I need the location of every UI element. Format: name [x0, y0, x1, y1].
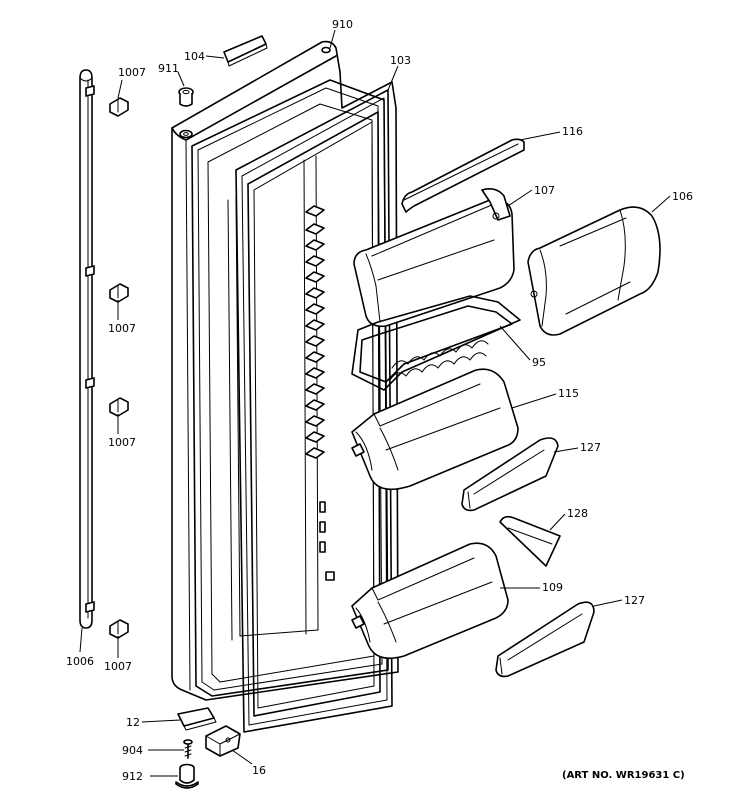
callout-107: 107 [534, 184, 555, 197]
cap-104 [223, 35, 268, 67]
bracket-128 [499, 515, 561, 567]
callout-109: 109 [542, 581, 563, 594]
bin-115 [351, 368, 519, 491]
callout-127-b: 127 [624, 594, 645, 607]
trim-127-lower [495, 601, 595, 678]
callout-104: 104 [184, 50, 205, 63]
hinge-cover-16 [205, 725, 241, 757]
clip-1007-d [109, 619, 129, 639]
clip-1007-c [109, 397, 129, 417]
callout-12: 12 [126, 716, 140, 729]
callout-912: 912 [122, 770, 143, 783]
callout-95: 95 [532, 356, 546, 369]
callout-16: 16 [252, 764, 266, 777]
callout-1007-c: 1007 [108, 436, 136, 449]
callout-1007-b: 1007 [108, 322, 136, 335]
gasket-103 [235, 89, 393, 733]
callout-1007-d: 1007 [104, 660, 132, 673]
bushing-912 [175, 763, 199, 789]
callout-labels: 910 104 911 1007 1007 1007 1007 103 116 … [66, 18, 693, 783]
callout-1006: 1006 [66, 655, 94, 668]
bushing-911 [178, 87, 194, 107]
callout-911: 911 [158, 62, 179, 75]
callout-116: 116 [562, 125, 583, 138]
clip-1007-a [109, 97, 129, 117]
leader-lines [79, 29, 671, 777]
callout-128: 128 [567, 507, 588, 520]
callout-115: 115 [558, 387, 579, 400]
trim-127-upper [461, 437, 559, 512]
inner-liner-rails [227, 155, 335, 641]
callout-103: 103 [390, 54, 411, 67]
callout-106: 106 [672, 190, 693, 203]
wire-rack-95 [351, 295, 521, 391]
hinge-plate-12 [177, 707, 217, 731]
callout-1007-a: 1007 [118, 66, 146, 79]
door-rod-1006 [79, 69, 95, 629]
clip-1007-b [109, 283, 129, 303]
bin-107 [353, 188, 515, 328]
callout-127-a: 127 [580, 441, 601, 454]
callout-904: 904 [122, 744, 143, 757]
screw-904 [183, 739, 193, 759]
callout-910: 910 [332, 18, 353, 31]
bin-106 [527, 206, 661, 336]
bin-109 [351, 542, 509, 660]
art-number: (ART NO. WR19631 C) [562, 770, 685, 781]
